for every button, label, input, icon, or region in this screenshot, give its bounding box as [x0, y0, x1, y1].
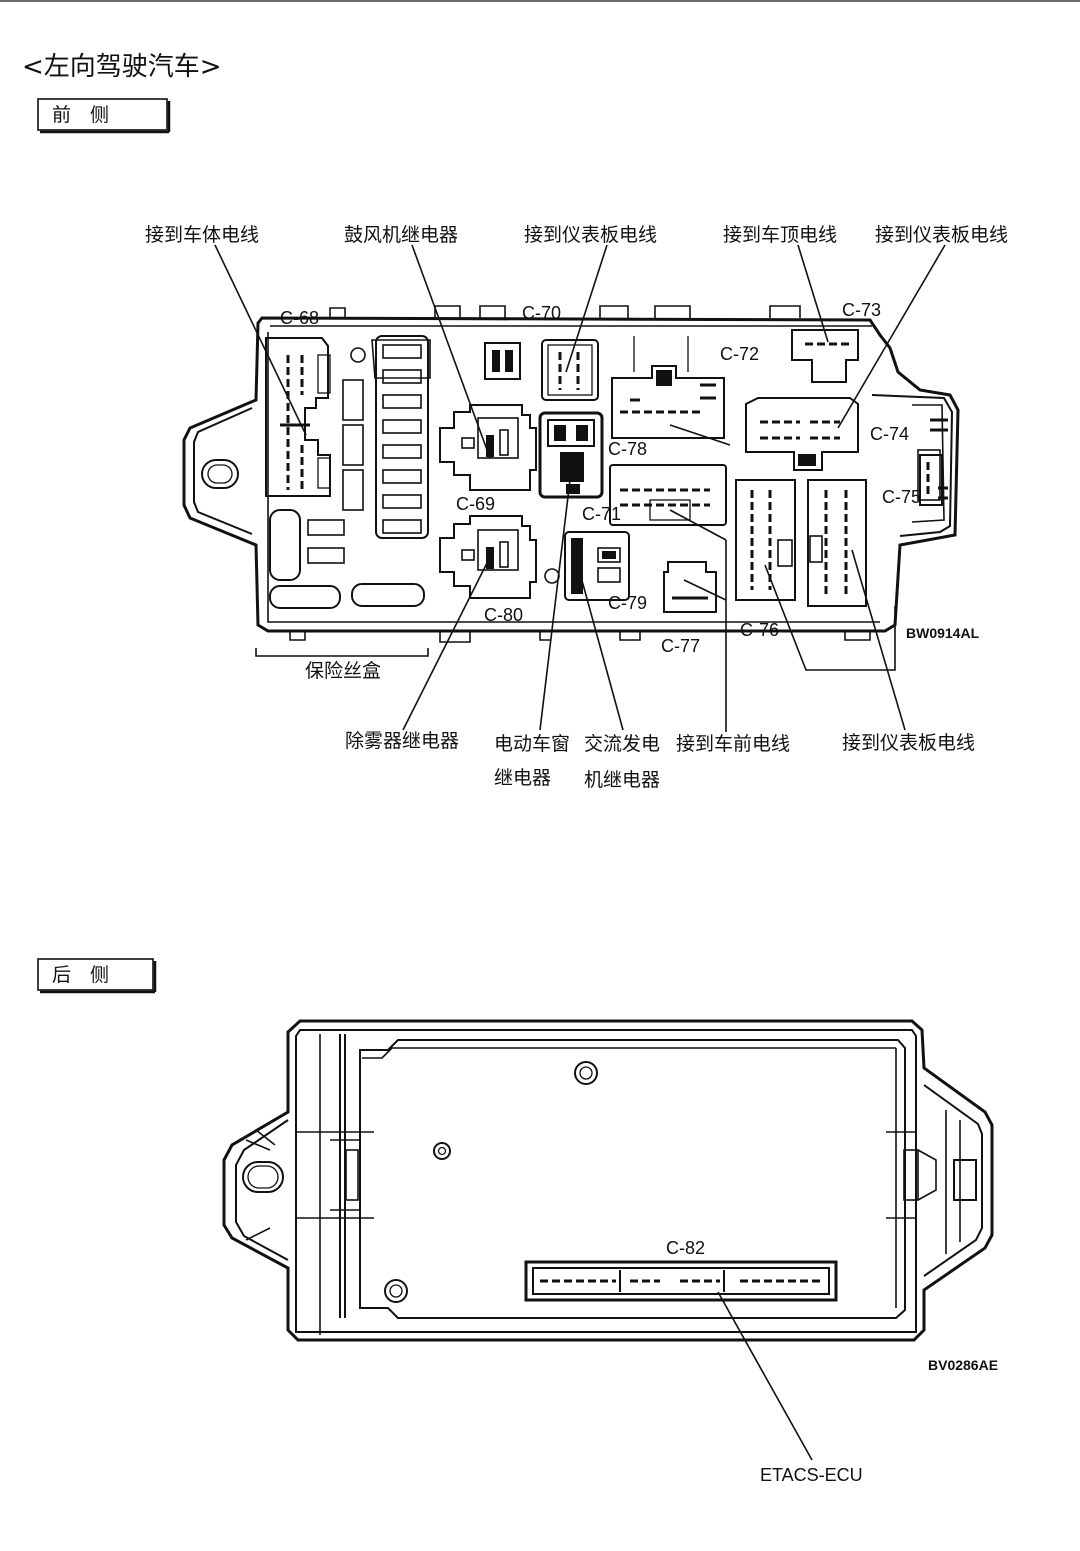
label-defogger-relay: 除雾器继电器 [345, 730, 459, 752]
fuse-block [269, 335, 560, 609]
label-c75: C-75 [882, 487, 921, 507]
front-section-box: 前 侧 [37, 98, 171, 134]
front-section-label: 前 侧 [52, 104, 109, 126]
connector-c69 [439, 404, 537, 491]
label-c68: C-68 [280, 308, 319, 328]
connector-right-tall [807, 479, 867, 607]
front-mounting-hole [201, 459, 239, 489]
label-c82: C-82 [666, 1238, 705, 1258]
rear-hole-top [574, 1061, 598, 1085]
rear-junction-block: C-82 ETACS-ECU BV0286AE [222, 1019, 998, 1485]
label-power-window-relay-2: 继电器 [494, 767, 551, 789]
connector-c68 [265, 337, 331, 497]
connector-c77 [663, 561, 717, 613]
label-c70: C-70 [522, 303, 561, 323]
connector-c76 [735, 479, 796, 601]
connector-c79 [564, 531, 630, 601]
rear-mounting-hole [242, 1161, 284, 1193]
label-c80: C-80 [484, 605, 523, 625]
label-c72: C-72 [720, 344, 759, 364]
label-c74: C-74 [870, 424, 909, 444]
label-c79: C-79 [608, 593, 647, 613]
front-figure-code: BW0914AL [906, 625, 980, 641]
label-front-harness: 接到车前电线 [676, 733, 790, 755]
label-alternator-relay-1: 交流发电 [584, 733, 660, 755]
etacs-leader-line [717, 1291, 813, 1461]
label-c69: C-69 [456, 494, 495, 514]
connector-c78 [538, 411, 604, 499]
small-socket [484, 342, 521, 380]
label-c71: C-71 [582, 504, 621, 524]
label-power-window-relay-1: 电动车窗 [494, 733, 570, 755]
rear-section-label: 后 侧 [52, 964, 109, 986]
connector-c71 [609, 464, 727, 526]
label-blower-relay: 鼓风机继电器 [344, 224, 458, 246]
label-body-harness: 接到车体电线 [145, 224, 259, 246]
connector-c70 [541, 339, 599, 401]
label-c76: C-76 [740, 620, 779, 640]
label-roof-harness: 接到车顶电线 [723, 224, 837, 246]
label-c73: C-73 [842, 300, 881, 320]
connector-c80 [439, 515, 537, 599]
rear-hole-bottom [384, 1279, 408, 1303]
label-alternator-relay-2: 机继电器 [584, 769, 660, 791]
connector-c74 [745, 397, 859, 471]
label-fuse-box: 保险丝盒 [305, 660, 381, 682]
label-instrument-harness-1: 接到仪表板电线 [524, 224, 657, 246]
label-c78: C-78 [608, 439, 647, 459]
front-junction-block: C-68 C-69 C-70 C-71 C-72 C-73 C-74 C-75 … [145, 224, 1008, 791]
page-title: <左向驾驶汽车> [22, 52, 222, 82]
connector-c82 [524, 1260, 838, 1302]
connector-c75 [919, 418, 948, 506]
connector-c72 [611, 336, 725, 439]
connector-c73 [791, 329, 859, 383]
label-etacs-ecu: ETACS-ECU [760, 1465, 863, 1485]
rear-hole-mid [433, 1142, 451, 1160]
rear-figure-code: BV0286AE [928, 1357, 998, 1373]
rear-section-box: 后 侧 [37, 958, 157, 994]
label-instrument-harness-2: 接到仪表板电线 [875, 224, 1008, 246]
label-instrument-harness-3: 接到仪表板电线 [842, 732, 975, 754]
label-c77: C-77 [661, 636, 700, 656]
front-leader-lines [214, 244, 946, 732]
